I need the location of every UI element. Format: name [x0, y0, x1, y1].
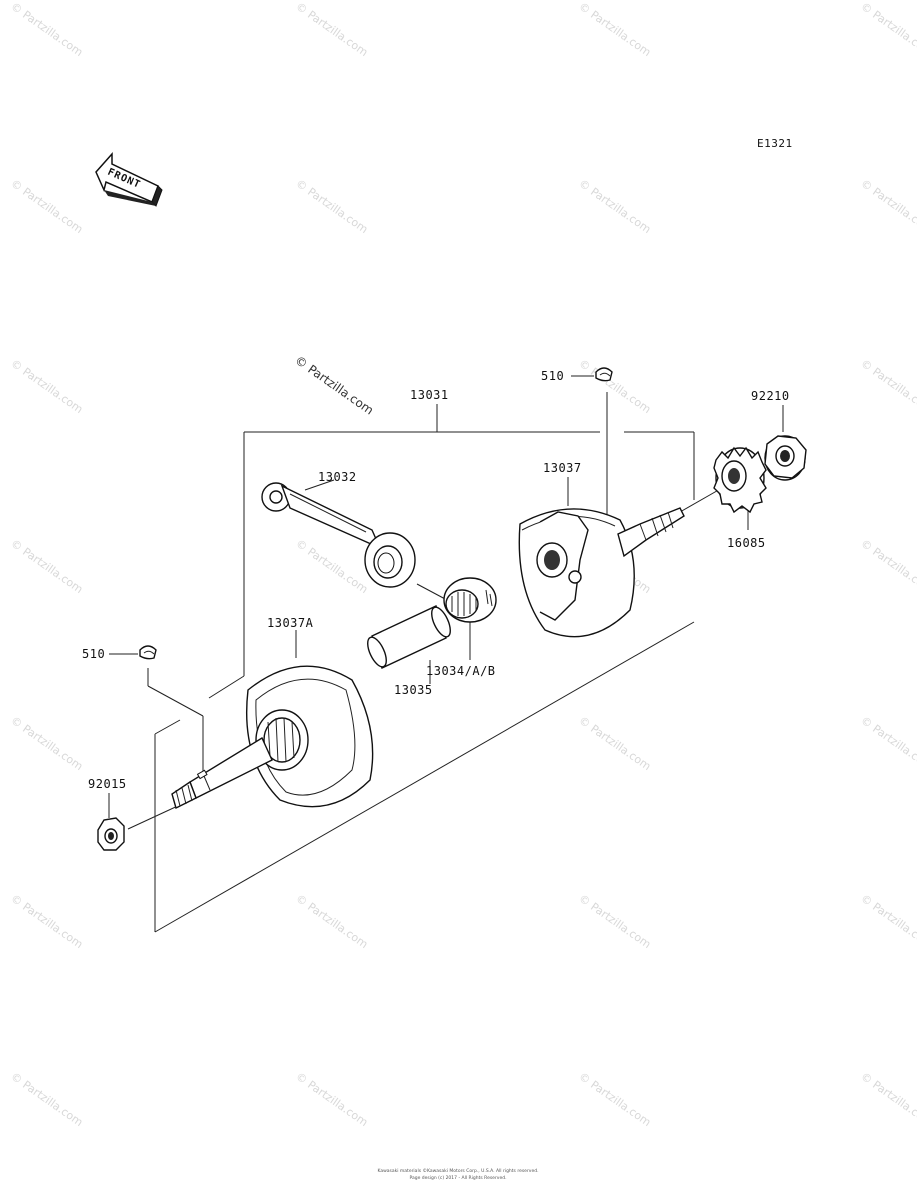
watermark: © Partzilla.com	[576, 0, 653, 59]
leader-lines	[108, 375, 784, 830]
assembly-bracket	[154, 404, 695, 933]
sprocket-icon	[713, 446, 767, 514]
watermark: © Partzilla.com	[8, 1070, 85, 1129]
needle-bearing-icon	[443, 577, 497, 623]
watermark: © Partzilla.com	[858, 714, 917, 773]
callout-92210: 92210	[751, 389, 790, 403]
callout-13037: 13037	[543, 461, 582, 475]
callout-13032: 13032	[318, 470, 357, 484]
watermark: © Partzilla.com	[293, 0, 370, 59]
watermarks: © Partzilla.com © Partzilla.com © Partzi…	[8, 0, 917, 1129]
callout-510-left: 510	[82, 647, 105, 661]
front-arrow-icon: FRONT	[95, 152, 163, 207]
watermark: © Partzilla.com	[293, 177, 370, 236]
footer: Kawasaki materials ©Kawasaki Motors Corp…	[377, 1167, 538, 1181]
callout-13035: 13035	[394, 683, 433, 697]
callout-510-top: 510	[541, 369, 564, 383]
watermark: © Partzilla.com	[858, 0, 917, 59]
watermark: © Partzilla.com	[858, 357, 917, 416]
callout-labels: 13031 13032 13037 13037A 13034/A/B 13035…	[82, 369, 790, 791]
flange-nut-icon	[764, 435, 807, 481]
watermark: © Partzilla.com	[858, 537, 917, 596]
crank-pin-icon	[367, 605, 451, 669]
watermark: © Partzilla.com	[8, 0, 85, 59]
svg-text:© Partzilla.com: © Partzilla.com	[292, 353, 376, 418]
watermark: © Partzilla.com	[8, 177, 85, 236]
woodruff-key-icon	[139, 645, 157, 660]
diagram-code: E1321	[757, 137, 793, 150]
callout-13034: 13034/A/B	[426, 664, 496, 678]
watermark: © Partzilla.com	[576, 1070, 653, 1129]
watermark: © Partzilla.com	[576, 177, 653, 236]
watermark: © Partzilla.com	[8, 357, 85, 416]
footer-page-design: Page design (c) 2017 - All Rights Reserv…	[409, 1175, 506, 1181]
watermark: © Partzilla.com	[8, 892, 85, 951]
footer-copyright: Kawasaki materials ©Kawasaki Motors Corp…	[377, 1167, 538, 1174]
watermark: © Partzilla.com	[858, 1070, 917, 1129]
callout-13031: 13031	[410, 388, 449, 402]
connecting-rod-icon	[261, 482, 416, 588]
watermark: © Partzilla.com	[576, 714, 653, 773]
callout-92015: 92015	[88, 777, 127, 791]
watermark: © Partzilla.com	[576, 357, 653, 416]
callout-16085: 16085	[727, 536, 766, 550]
watermark: © Partzilla.com	[293, 537, 370, 596]
diagram-watermark: © Partzilla.com	[292, 353, 376, 418]
watermark: © Partzilla.com	[858, 177, 917, 236]
flange-nut-icon	[97, 817, 125, 851]
watermark: © Partzilla.com	[293, 1070, 370, 1129]
woodruff-key-icon	[595, 367, 613, 382]
watermark: © Partzilla.com	[8, 537, 85, 596]
crank-half-left-icon	[171, 665, 374, 810]
crank-half-right-icon	[518, 507, 685, 638]
watermark: © Partzilla.com	[293, 892, 370, 951]
watermark: © Partzilla.com	[576, 892, 653, 951]
watermark: © Partzilla.com	[8, 714, 85, 773]
watermark: © Partzilla.com	[858, 892, 917, 951]
callout-13037a: 13037A	[267, 616, 314, 630]
